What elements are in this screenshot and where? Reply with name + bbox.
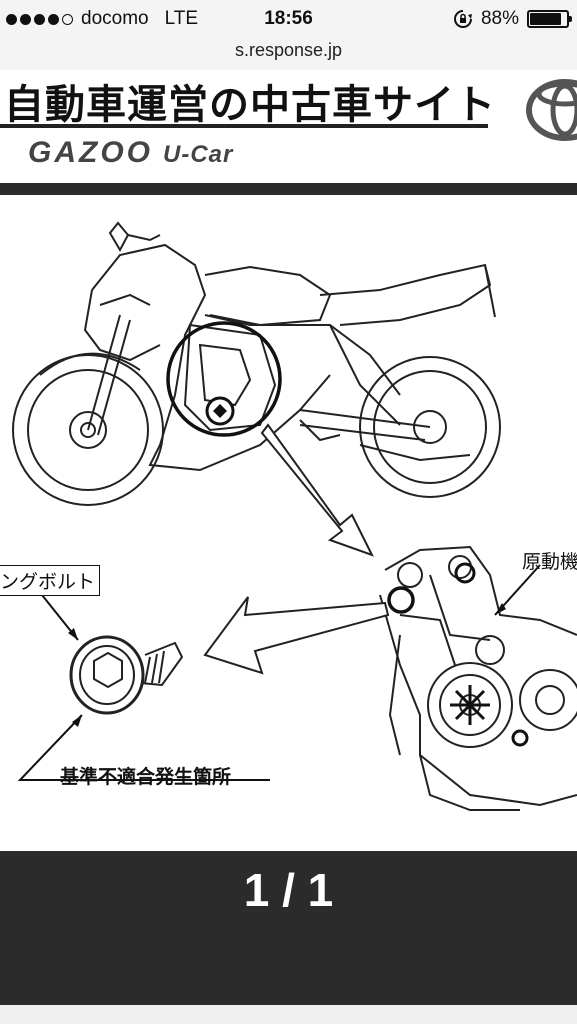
- battery-percent: 88%: [480, 8, 519, 29]
- content-top-bar: [0, 183, 577, 195]
- address-bar[interactable]: s.response.jp: [0, 38, 577, 70]
- ad-divider: [0, 124, 488, 128]
- ad-banner[interactable]: 自動車運営の中古車サイト GAZOO U-Car: [0, 70, 577, 188]
- gallery-pager: 1 / 1: [243, 864, 334, 916]
- status-bar: docomo LTE 18:56 88%: [0, 0, 577, 40]
- status-right: 88%: [453, 8, 572, 30]
- recall-diagram: ングボルト 原動機 基準不適合発生箇所: [0, 195, 577, 851]
- motorcycle-diagram-drawing: [12, 221, 577, 811]
- status-time: 18:56: [264, 8, 313, 29]
- nonconformity-location-label: 基準不適合発生箇所: [60, 766, 232, 788]
- engine-label: 原動機: [522, 551, 577, 573]
- ad-headline: 自動車運営の中古車サイト: [4, 82, 496, 128]
- battery-icon: [527, 10, 572, 28]
- ad-logo-sub: U-Car: [163, 141, 234, 168]
- toyota-emblem-icon: [526, 79, 577, 141]
- network-type: LTE: [164, 8, 199, 29]
- url-text: s.response.jp: [234, 40, 343, 60]
- ad-logo-text: GAZOO: [28, 136, 153, 169]
- ad-logo: GAZOO U-Car: [28, 136, 233, 170]
- bolt-label: ングボルト: [0, 565, 101, 596]
- gallery-footer: 1 / 1: [0, 851, 577, 1005]
- signal-strength-icon: [6, 13, 73, 25]
- rotation-lock-icon: [454, 10, 472, 28]
- carrier-name: docomo: [81, 8, 149, 29]
- status-left: docomo LTE: [6, 8, 198, 30]
- battery-level: [530, 13, 562, 25]
- bottom-strip: [0, 1005, 577, 1024]
